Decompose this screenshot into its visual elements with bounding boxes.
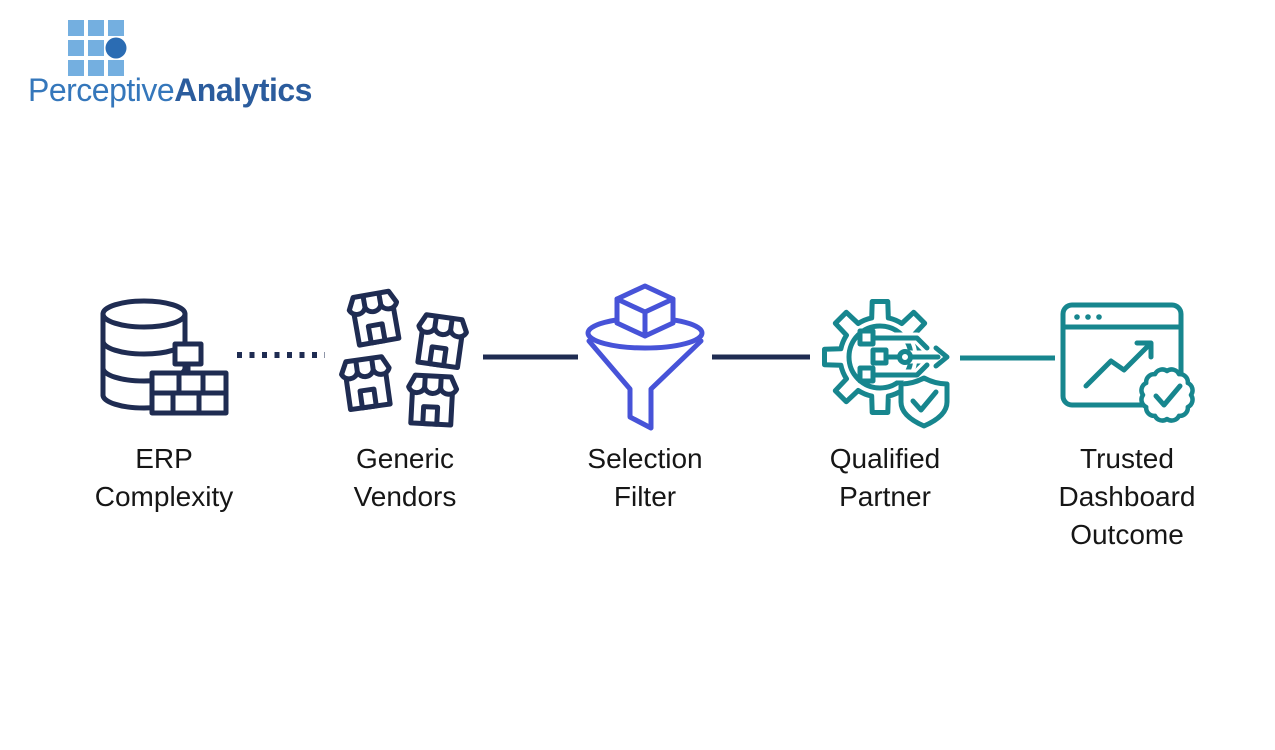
brand-name: PerceptiveAnalytics: [28, 72, 312, 109]
database-blocks-icon: [100, 298, 229, 416]
gear-circuit-shield-icon: [822, 299, 950, 429]
stage-label-generic-vendors: Generic Vendors: [353, 443, 457, 512]
brand-name-regular: Perceptive: [28, 72, 175, 108]
storefronts-icon: [340, 290, 468, 425]
stage-label-selection-filter: Selection Filter: [587, 443, 703, 512]
logo-grid-icon: [68, 20, 127, 76]
dashboard-badge-icon: [1060, 302, 1195, 423]
funnel-cube-icon: [585, 283, 705, 431]
stage-label-erp-complexity: ERP Complexity: [94, 443, 234, 512]
brand-name-bold: Analytics: [174, 72, 312, 108]
stage-label-qualified-partner: Qualified Partner: [829, 443, 941, 512]
stage-label-trusted-dashboard-outcome: Trusted Dashboard Outcome: [1058, 443, 1196, 550]
